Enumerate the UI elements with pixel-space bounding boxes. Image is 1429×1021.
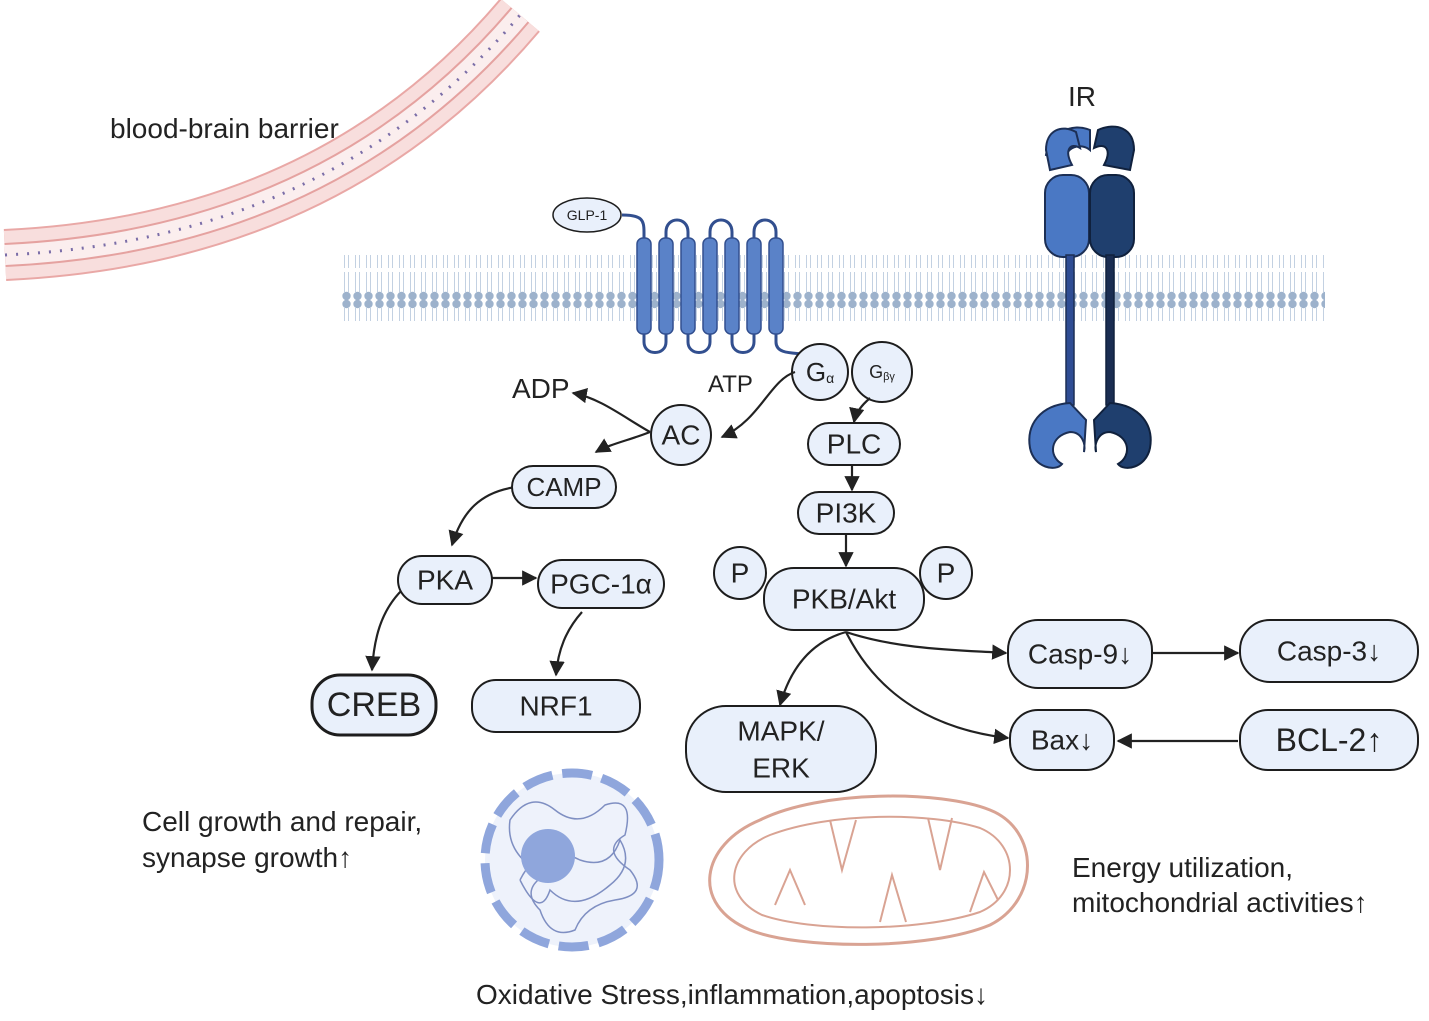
arrow-ac-adp bbox=[571, 387, 651, 433]
bax-node: Bax↓ bbox=[1009, 709, 1115, 771]
pkb-akt-node: PKB/Akt bbox=[763, 567, 925, 631]
energy-line1: Energy utilization, bbox=[1072, 852, 1293, 883]
casp3-node: Casp-3↓ bbox=[1239, 619, 1419, 683]
pkb-akt-label: PKB/Akt bbox=[792, 584, 896, 615]
nucleus-illustration bbox=[480, 768, 664, 952]
pka-label: PKA bbox=[417, 565, 473, 596]
nrf1-label: NRF1 bbox=[519, 691, 592, 722]
oxidative-stress-label: Oxidative Stress,inflammation,apoptosis↓ bbox=[476, 979, 988, 1010]
p-right-node: P bbox=[919, 546, 973, 600]
g-beta-gamma-label: Gβγ bbox=[869, 362, 895, 383]
cell-membrane bbox=[340, 255, 1325, 321]
arrow-galpha-ac bbox=[720, 370, 796, 439]
plc-label: PLC bbox=[827, 429, 881, 460]
nrf1-node: NRF1 bbox=[471, 679, 641, 733]
pi3k-node: PI3K bbox=[797, 491, 895, 535]
g-alpha-label: Gα bbox=[806, 357, 834, 387]
glp1-receptor bbox=[621, 213, 811, 357]
plc-node: PLC bbox=[807, 422, 901, 466]
pathway-arrows bbox=[365, 370, 1240, 749]
casp9-label: Casp-9↓ bbox=[1028, 639, 1132, 670]
bcl2-label: BCL-2↑ bbox=[1276, 722, 1383, 758]
cell-growth-line1: Cell growth and repair, bbox=[142, 806, 422, 837]
pgc1a-label: PGC-1α bbox=[550, 569, 652, 600]
creb-label: CREB bbox=[327, 686, 421, 724]
arrow-ac-camp bbox=[594, 430, 651, 453]
pgc1a-node: PGC-1α bbox=[537, 559, 665, 609]
arrow-pkb-casp9 bbox=[845, 630, 1008, 660]
bbb-label: blood-brain barrier bbox=[110, 113, 339, 144]
mapk-erk-node: MAPK/ ERK bbox=[685, 705, 877, 793]
arrow-pka-creb bbox=[365, 589, 403, 672]
insulin-receptor bbox=[1028, 125, 1152, 469]
camp-label: CAMP bbox=[526, 472, 601, 502]
arrow-camp-pka bbox=[448, 485, 517, 547]
casp3-label: Casp-3↓ bbox=[1277, 636, 1381, 667]
blood-brain-barrier-vessel bbox=[3, 0, 540, 281]
ac-label: AC bbox=[662, 420, 701, 451]
mitochondrion-illustration bbox=[708, 794, 1029, 946]
arrow-gbg-plc bbox=[849, 397, 871, 424]
camp-node: CAMP bbox=[511, 465, 617, 509]
ac-node: AC bbox=[650, 404, 712, 466]
atp-label: ATP bbox=[708, 371, 753, 398]
arrow-pkb-bax bbox=[845, 631, 1010, 745]
arrow-pgc-nrf1 bbox=[549, 611, 583, 677]
pka-node: PKA bbox=[397, 555, 493, 605]
adp-label: ADP bbox=[512, 373, 570, 404]
casp9-node: Casp-9↓ bbox=[1007, 619, 1153, 689]
p-left-node: P bbox=[713, 546, 767, 600]
g-beta-gamma-node: Gβγ bbox=[851, 341, 913, 403]
mapk-label-line1: MAPK/ bbox=[737, 716, 824, 747]
bcl2-node: BCL-2↑ bbox=[1239, 709, 1419, 771]
mapk-label-line2: ERK bbox=[752, 753, 810, 784]
ir-label: IR bbox=[1068, 81, 1096, 112]
glp1-ligand: GLP-1 bbox=[552, 197, 622, 233]
bax-label: Bax↓ bbox=[1031, 725, 1093, 756]
pi3k-label: PI3K bbox=[816, 498, 877, 529]
glp1-label: GLP-1 bbox=[567, 207, 608, 223]
p-left-label: P bbox=[731, 558, 750, 589]
arrow-pkb-mapk bbox=[776, 630, 847, 707]
p-right-label: P bbox=[937, 558, 956, 589]
creb-node: CREB bbox=[310, 673, 438, 737]
cell-growth-line2: synapse growth↑ bbox=[142, 842, 352, 873]
energy-line2: mitochondrial activities↑ bbox=[1072, 887, 1368, 918]
g-alpha-node: Gα bbox=[791, 343, 849, 401]
